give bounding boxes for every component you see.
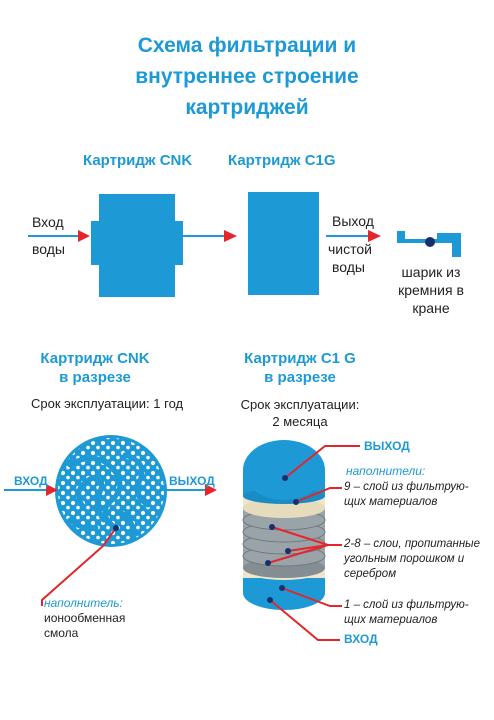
cnk-label: Картридж CNK [83, 152, 193, 169]
cnk-filler-desc-2: смола [44, 626, 79, 640]
cnk-section-title: Картридж CNK в разрезе [25, 349, 165, 387]
page-title: Схема фильтрации и внутреннее строение к… [0, 30, 494, 123]
cnk-filler-label: наполнитель: [44, 596, 123, 610]
c1g-label: Картридж C1G [228, 152, 336, 169]
input-label-2: воды [32, 241, 65, 257]
input-label-1: Вход [32, 214, 64, 230]
c1g-layer28-1: 2-8 – слои, пропитанные [344, 538, 481, 550]
c1g-lifetime-1: Срок эксплуатации: [240, 397, 360, 412]
output-label-3: воды [332, 259, 365, 275]
input-arrow [28, 230, 90, 242]
output-label-1: Выход [332, 213, 374, 229]
c1g-layer9-2: щих материалов [344, 496, 438, 508]
cnk-in-label: ВХОД [14, 474, 48, 488]
cnk-section-title-2: в разрезе [59, 369, 131, 386]
c1g-layer9-1: 9 – слой из фильтрую- [344, 481, 469, 493]
c1g-layer1-1: 1 – слой из фильтрую- [344, 599, 469, 611]
title-line-2: внутреннее строение [135, 65, 359, 88]
faucet-ball-icon [397, 231, 461, 257]
c1g-layer1-2: щих материалов [344, 614, 438, 626]
title-line-3: картриджей [185, 96, 309, 119]
cnk-cartridge [91, 194, 183, 297]
c1g-layer9: 9 – слой из фильтрую- щих материалов [344, 480, 469, 510]
c1g-layer28-3: серебром [344, 568, 397, 580]
c1g-layer28-2: угольным порошком и [344, 553, 465, 565]
c1g-lifetime: Срок эксплуатации: 2 месяца [232, 396, 368, 430]
c1g-cross-section [242, 440, 360, 641]
ball-caption-2: кремния в [398, 282, 464, 298]
cnk-lifetime: Срок эксплуатации: 1 год [31, 396, 184, 411]
ball-caption-1: шарик из [401, 264, 461, 280]
c1g-in-label: ВХОД [344, 632, 378, 646]
cnk-filler-desc: ионообменная смола [44, 611, 125, 641]
c1g-section-title: Картридж C1 G в разрезе [230, 349, 370, 387]
c1g-layer28: 2-8 – слои, пропитанные угольным порошко… [344, 537, 480, 582]
output-label-2: чистой [328, 241, 372, 257]
cnk-filler-desc-1: ионообменная [44, 611, 126, 625]
c1g-lifetime-2: 2 месяца [272, 414, 328, 429]
c1g-section-title-2: в разрезе [264, 369, 336, 386]
cnk-section-title-1: Картридж CNK [40, 350, 150, 367]
title-line-1: Схема фильтрации и [137, 34, 357, 57]
ball-caption: шарик из кремния в кране [397, 263, 465, 317]
ball-caption-3: кране [412, 300, 450, 316]
cnk-cross-section [4, 435, 217, 606]
c1g-section-title-1: Картридж C1 G [244, 350, 356, 367]
c1g-fillers-label: наполнители: [346, 464, 426, 478]
c1g-cartridge [248, 192, 319, 295]
middle-arrow [183, 230, 237, 242]
c1g-out-label: ВЫХОД [364, 439, 410, 453]
output-arrow [326, 230, 381, 242]
c1g-layer1: 1 – слой из фильтрую- щих материалов [344, 598, 469, 628]
cnk-out-label: ВЫХОД [169, 474, 215, 488]
